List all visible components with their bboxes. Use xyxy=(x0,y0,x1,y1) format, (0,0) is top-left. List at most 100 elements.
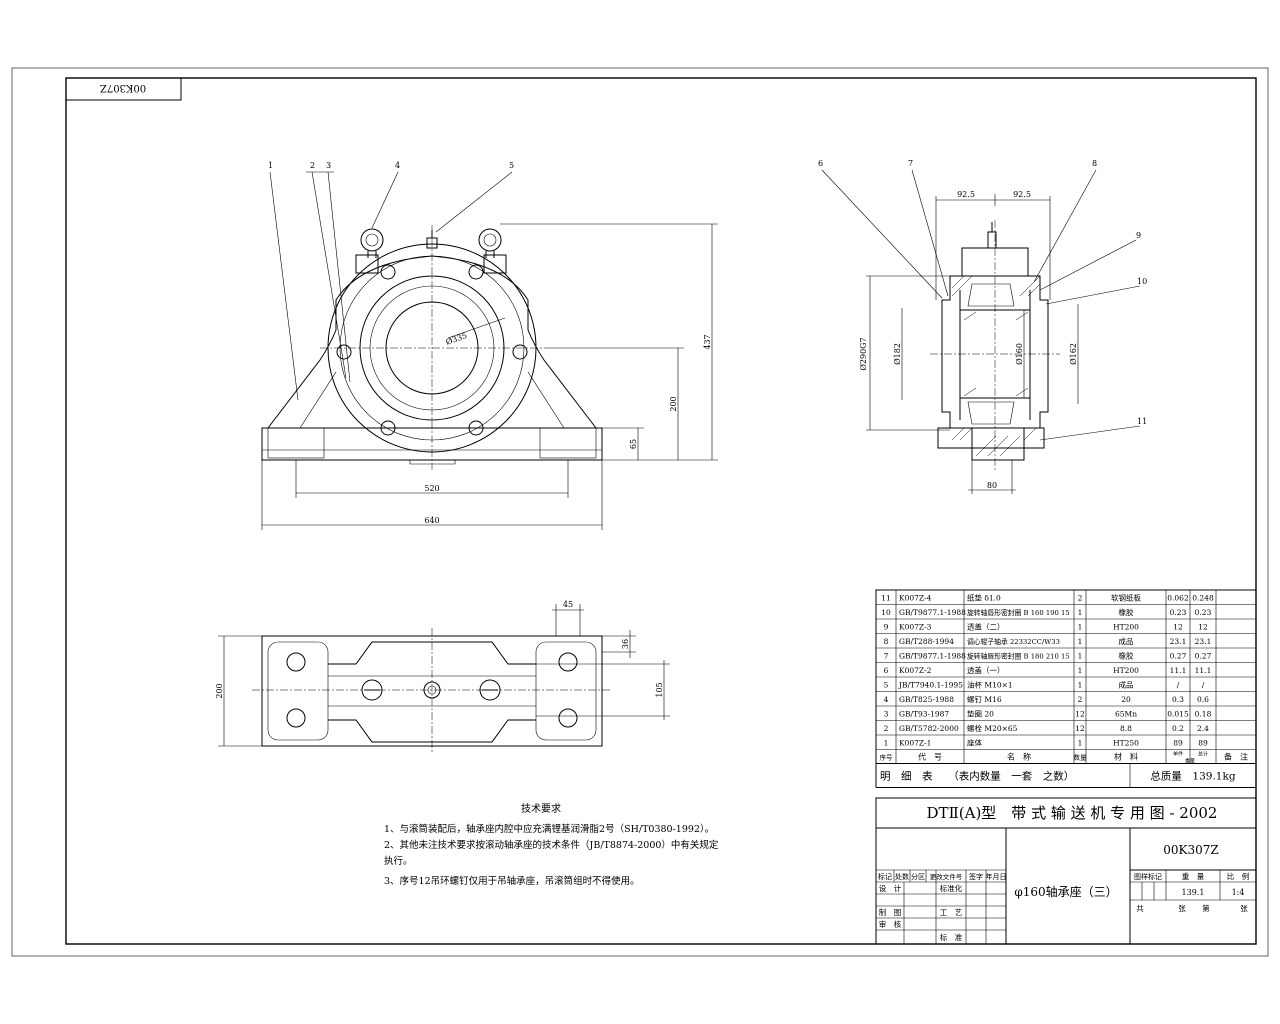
dim-92-5-right: 92.5 xyxy=(1013,190,1031,199)
title-block: DTⅡ(A)型 带 式 输 送 机 专 用 图 - 2002 00K307Z φ… xyxy=(875,797,1257,945)
bom-head-total: 总计 xyxy=(1198,751,1208,758)
dim-640: 640 xyxy=(424,516,439,525)
stage-h-0: 图样标记 xyxy=(1134,872,1162,881)
part-label-5: 5 xyxy=(509,161,514,170)
dim-65: 65 xyxy=(629,439,638,449)
bom-cell-material: HT250 xyxy=(1113,739,1139,748)
bom-cell-no: 3 xyxy=(884,710,889,719)
bom-cell-material: 65Mn xyxy=(1115,710,1137,719)
role-draw: 制 图 xyxy=(879,907,902,917)
plan-dim-200: 200 xyxy=(215,683,224,698)
bom-cell-code: GB/T825-1988 xyxy=(899,695,954,704)
bom-cell-name: 油杯 M10×1 xyxy=(967,680,1013,690)
part-label-8: 8 xyxy=(1092,159,1097,168)
tech-requirements: 技术要求 1、与滚筒装配后，轴承座内腔中应充满锂基润滑脂2号（SH/T0380-… xyxy=(384,802,719,887)
bom-cell-no: 6 xyxy=(884,666,889,675)
bom-cell-material: 成品 xyxy=(1119,680,1134,690)
dim-437: 437 xyxy=(703,334,712,349)
bom-cell-no: 5 xyxy=(884,681,889,690)
bom-cell-qty: 1 xyxy=(1078,623,1083,632)
bom-head-qty: 数量 xyxy=(1074,753,1088,762)
bom-cell-total: 23.1 xyxy=(1195,637,1212,646)
sheet-2: 第 xyxy=(1202,903,1210,913)
bom-cell-code: K007Z-4 xyxy=(899,594,932,603)
role-std: 标准化 xyxy=(940,883,963,893)
role-review: 审 核 xyxy=(879,919,902,929)
bom-cell-code: K007Z-1 xyxy=(899,739,931,748)
bom-head-weight: 重量 xyxy=(1185,758,1195,765)
bom-cell-no: 4 xyxy=(884,695,889,704)
bom-cell-material: HT200 xyxy=(1113,666,1139,675)
inner-frame xyxy=(65,77,1257,945)
bom-cell-code: GB/T288-1994 xyxy=(899,637,954,646)
bom-cell-qty: 2 xyxy=(1078,695,1083,704)
bom-cell-qty: 12 xyxy=(1075,710,1085,719)
bom-cell-unit: 11.1 xyxy=(1170,666,1187,675)
bom-cell-total: 0.23 xyxy=(1195,608,1212,617)
bom-cell-name: 调心辊子轴承 22332CC/W33 xyxy=(967,637,1060,646)
bom-cell-material: 橡胶 xyxy=(1119,607,1135,617)
bom-cell-no: 10 xyxy=(881,608,891,617)
weight-value: 139.1 xyxy=(1182,888,1205,897)
bom-cell-no: 8 xyxy=(884,637,889,646)
bom-cell-unit: 0.015 xyxy=(1167,710,1189,719)
bom-cell-unit: 0.2 xyxy=(1172,724,1184,733)
rev-h-5: 年月日 xyxy=(986,872,1007,881)
bom-cell-no: 7 xyxy=(884,652,889,661)
side-section-view: 92.5 92.5 Ø290G7 Ø182 Ø160 Ø162 80 6 7 8… xyxy=(818,159,1147,494)
bom-cell-no: 1 xyxy=(884,739,889,748)
bom-cell-unit: 12 xyxy=(1173,623,1183,632)
bom-cell-material: HT200 xyxy=(1113,623,1139,632)
drawing-code: 00K307Z xyxy=(1163,843,1218,857)
bom-cell-total: 2.4 xyxy=(1197,724,1209,733)
tech-line-3: 执行。 xyxy=(384,855,413,867)
bom-cell-total: 0.27 xyxy=(1195,652,1212,661)
bom-cell-code: GB/T93-1987 xyxy=(899,710,949,719)
dim-92-5-left: 92.5 xyxy=(957,190,975,199)
bom-cell-total: 0.18 xyxy=(1195,710,1212,719)
part-label-6: 6 xyxy=(818,159,823,168)
bom-cell-name: 透盖（二） xyxy=(967,622,1005,632)
bom-cell-unit: 0.062 xyxy=(1167,594,1189,603)
role-craft: 工 艺 xyxy=(940,908,963,917)
bom-cell-name: 螺栓 M20×65 xyxy=(967,723,1018,733)
outer-border xyxy=(11,67,1269,957)
bom-head-no: 序号 xyxy=(880,753,894,762)
bom-cell-total: 0.248 xyxy=(1192,594,1214,603)
role-design: 设 计 xyxy=(879,883,902,893)
bom-cell-name: 座体 xyxy=(967,738,982,748)
bom-cell-total: 0.6 xyxy=(1197,695,1209,704)
bom-cell-name: 透盖（一） xyxy=(967,665,1005,675)
bom-cell-qty: 1 xyxy=(1078,681,1083,690)
bom-cell-code: GB/T9877.1-1988 xyxy=(899,652,966,661)
plan-view: 45 36 200 105 xyxy=(215,600,670,754)
drawing-code-mirrored: 00K307Z xyxy=(100,82,146,93)
bom-cell-material: 软钢纸板 xyxy=(1111,593,1141,603)
bom-cell-qty: 1 xyxy=(1078,666,1083,675)
dim-200: 200 xyxy=(669,396,678,411)
part-label-3: 3 xyxy=(326,161,331,170)
bom-cell-qty: 1 xyxy=(1078,637,1083,646)
bom-cell-material: 20 xyxy=(1121,695,1131,704)
stage-h-1: 重 量 xyxy=(1182,872,1205,881)
bom-cell-total: 89 xyxy=(1198,739,1208,748)
part-label-9: 9 xyxy=(1136,231,1141,240)
sheet-0: 共 xyxy=(1136,904,1144,913)
part-label-4: 4 xyxy=(395,161,400,170)
part-label-1: 1 xyxy=(268,161,273,170)
front-view: Ø335 520 640 437 200 65 1 2 3 4 5 xyxy=(261,161,718,530)
section-hatch xyxy=(951,275,1041,457)
part-label-10: 10 xyxy=(1137,277,1147,286)
part-label-11: 11 xyxy=(1137,417,1147,426)
plan-dim-36: 36 xyxy=(621,639,630,649)
tech-title: 技术要求 xyxy=(521,802,561,815)
bom-cell-unit: 89 xyxy=(1173,739,1183,748)
bom-cell-qty: 12 xyxy=(1075,724,1085,733)
sheet-3: 张 xyxy=(1240,904,1248,913)
bom-summary-right: 总质量 139.1kg xyxy=(1150,770,1235,783)
bom-cell-total: 11.1 xyxy=(1195,666,1212,675)
bom-cell-total: / xyxy=(1202,681,1205,690)
bom-cell-qty: 1 xyxy=(1078,652,1083,661)
bom-cell-name: 螺钉 M16 xyxy=(967,694,1002,704)
bom-cell-unit: / xyxy=(1177,681,1180,690)
